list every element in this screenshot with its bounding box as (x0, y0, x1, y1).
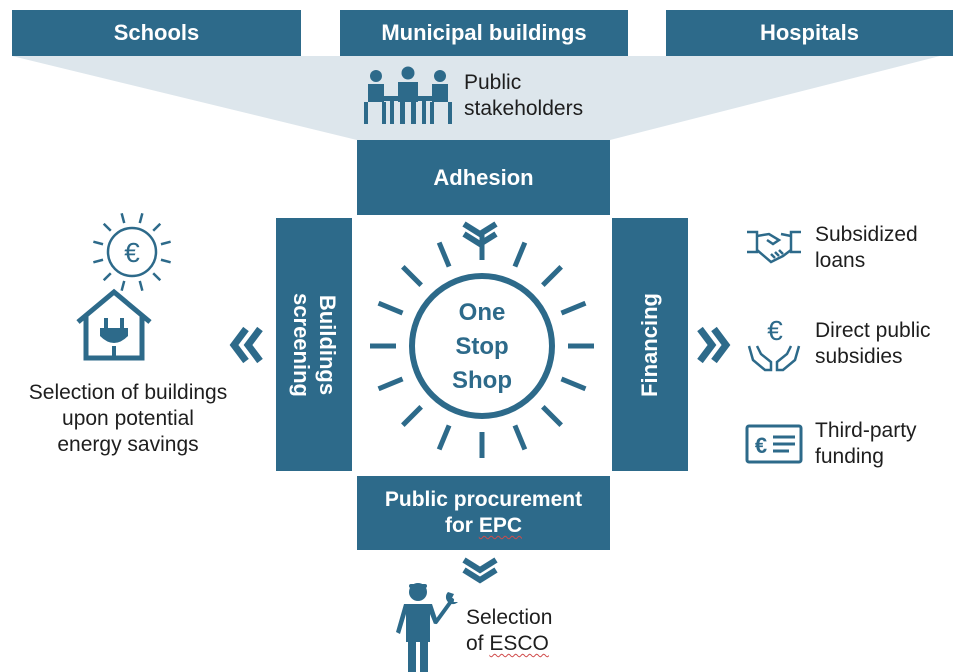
sun-ray (541, 405, 563, 427)
svg-text:€: € (767, 315, 783, 346)
chevron-down-icon (462, 557, 498, 584)
sun-ray (541, 265, 563, 287)
worker-wrench-icon (396, 583, 458, 672)
category-schools: Schools (12, 10, 301, 56)
stakeholders-label: Public stakeholders (464, 71, 584, 120)
euro-card-icon: € (745, 424, 803, 464)
sun-ray (102, 272, 112, 282)
one-stop-shop-label: One Stop Shop (452, 299, 512, 394)
sun-ray (102, 222, 112, 232)
sun-ray (436, 424, 452, 451)
svg-text:€: € (124, 237, 140, 268)
sun-ray (138, 280, 144, 291)
chevron-left-icon (229, 326, 263, 364)
euro-hands-icon: € (747, 315, 801, 372)
sun-icon (370, 234, 594, 458)
house-plug-euro-sun-icon: € (76, 213, 171, 361)
sun-ray (93, 258, 104, 264)
adhesion-box: Adhesion (357, 140, 610, 215)
financing-box: Financing (612, 218, 688, 471)
handshake-icon (747, 230, 801, 264)
sun-ray (512, 424, 528, 451)
sun-ray (120, 280, 126, 291)
screening-description: Selection of buildings upon potential en… (28, 381, 228, 456)
sun-ray (401, 405, 423, 427)
sun-ray (560, 300, 587, 316)
svg-text:€: € (755, 433, 767, 458)
sun-ray (93, 240, 104, 246)
third-party-funding-label: Third-party funding (815, 419, 917, 468)
sun-ray (138, 213, 144, 224)
procurement-box: Public procurement for EPC (357, 476, 610, 550)
chevron-right-icon (697, 326, 731, 364)
sun-ray (401, 265, 423, 287)
esco-selection-label: Selection of ESCO (466, 606, 553, 655)
sun-ray (377, 376, 404, 392)
sun-ray (152, 222, 162, 232)
category-hospitals: Hospitals (666, 10, 953, 56)
buildings-screening-label: Buildings screening (289, 292, 340, 397)
direct-subsidies-label: Direct public subsidies (815, 319, 931, 368)
meeting-people-icon (364, 66, 452, 124)
sun-ray (152, 272, 162, 282)
sun-ray (377, 300, 404, 316)
sun-ray (160, 240, 171, 246)
sun-ray (560, 376, 587, 392)
sun-ray (160, 258, 171, 264)
financing-label: Financing (637, 292, 663, 397)
buildings-screening-box: Buildings screening (276, 218, 352, 471)
sun-ray (512, 241, 528, 268)
sun-ray (120, 213, 126, 224)
sun-ray (436, 241, 452, 268)
subsidized-loans-label: Subsidized loans (815, 223, 918, 272)
category-municipal-buildings: Municipal buildings (340, 10, 628, 56)
